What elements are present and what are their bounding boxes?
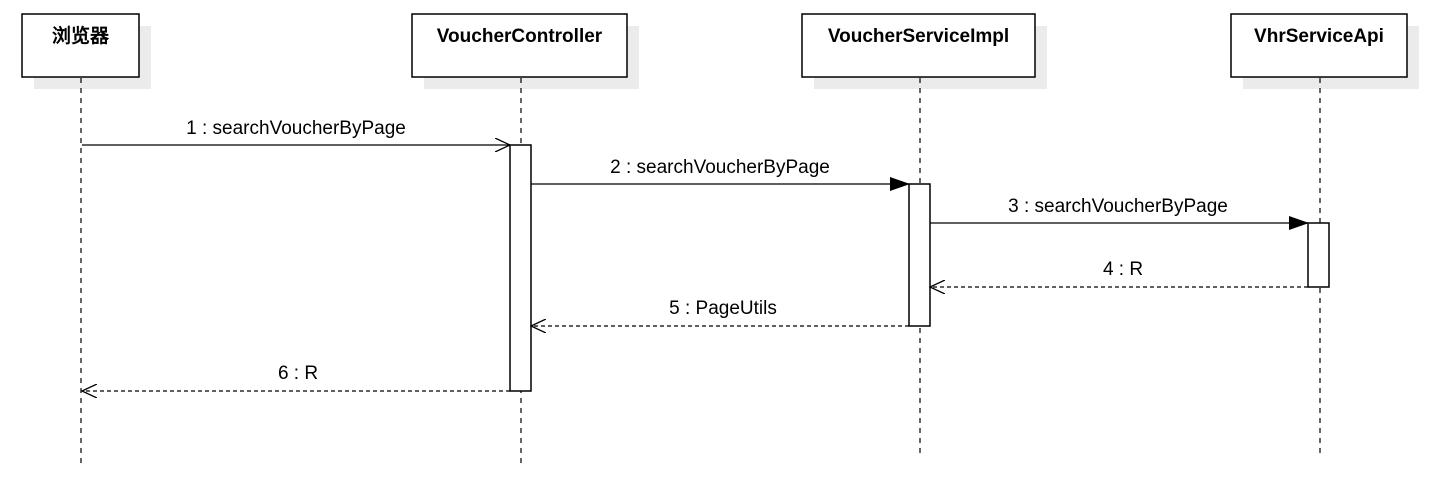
participant-label: VoucherServiceImpl [828, 26, 1009, 47]
activation-voucher-controller [509, 144, 532, 392]
message-3: 3 : searchVoucherByPage [930, 196, 1309, 230]
message-label: 3 : searchVoucherByPage [1008, 196, 1228, 217]
message-5: 5 : PageUtils [531, 298, 909, 326]
participant-label: VhrServiceApi [1254, 26, 1384, 47]
participant-label: 浏览器 [52, 24, 110, 47]
activation-bars [509, 144, 1330, 392]
message-label: 5 : PageUtils [669, 298, 777, 319]
message-label: 2 : searchVoucherByPage [610, 157, 830, 178]
message-label: 6 : R [278, 363, 318, 384]
message-6: 6 : R [82, 363, 510, 391]
message-4: 4 : R [930, 259, 1308, 287]
participant-voucher-service-impl[interactable]: VoucherServiceImpl [801, 13, 1036, 78]
message-1: 1 : searchVoucherByPage [82, 118, 510, 145]
participant-vhr-service-api[interactable]: VhrServiceApi [1230, 13, 1408, 78]
participant-shadows [34, 26, 1419, 89]
message-label: 4 : R [1103, 259, 1143, 280]
activation-voucher-service-impl [908, 183, 931, 327]
participant-browser[interactable]: 浏览器 [21, 13, 140, 78]
participant-label: VoucherController [437, 26, 603, 47]
activation-vhr-service-api [1307, 222, 1330, 288]
message-label: 1 : searchVoucherByPage [186, 118, 406, 139]
message-2: 2 : searchVoucherByPage [531, 157, 910, 191]
participant-voucher-controller[interactable]: VoucherController [411, 13, 628, 78]
